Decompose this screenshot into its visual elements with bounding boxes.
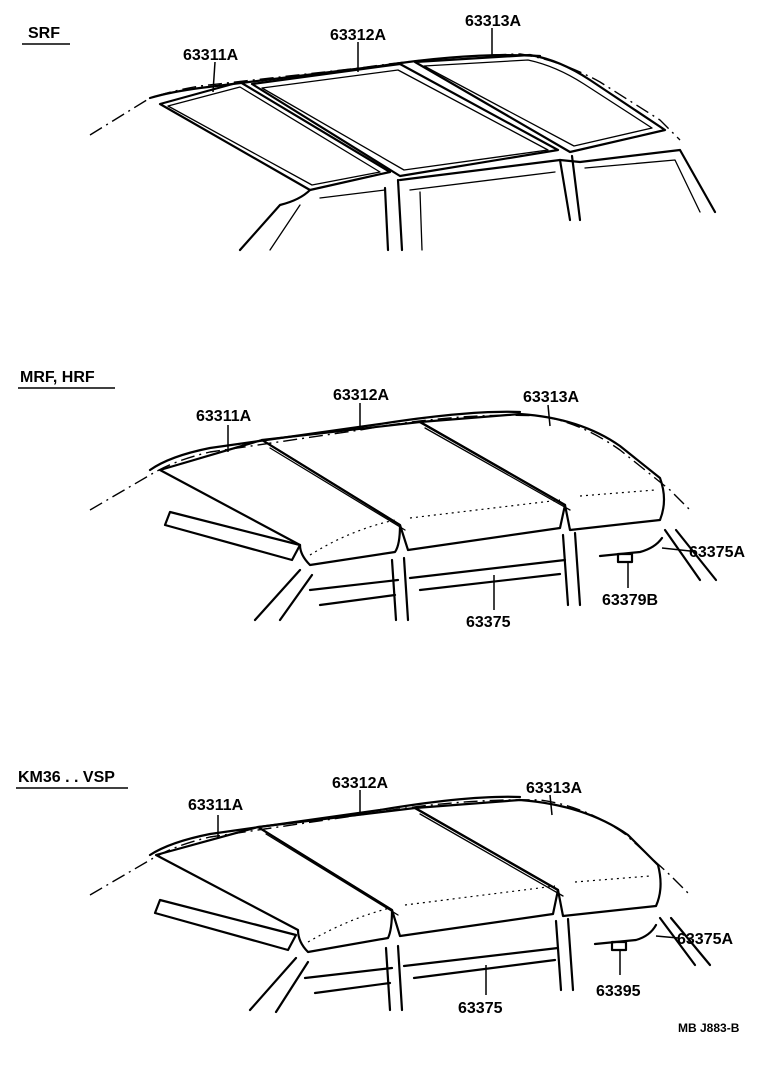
glass-panel-front-inner (167, 86, 381, 186)
rear-pillar (658, 916, 712, 967)
pillar-b (390, 556, 410, 622)
pillar-b (383, 178, 404, 252)
pillar-a (248, 956, 310, 1014)
pillar-c (561, 531, 582, 607)
label-63375: 63375 (458, 1000, 503, 1017)
label-63313a: 63313A (523, 389, 579, 406)
section-srf: SRF 63311A 63312A 63313A (22, 13, 717, 252)
window-top-line (303, 946, 560, 980)
label-63312a: 63312A (333, 387, 389, 404)
window-line (269, 191, 423, 251)
label-63375a: 63375A (689, 544, 745, 561)
leader-63313a (549, 794, 553, 816)
roof-side-rail (398, 148, 717, 214)
window-top-line (308, 558, 567, 592)
side-molding-rear (593, 923, 658, 946)
roof-outline (89, 799, 691, 896)
pillar-c (554, 917, 575, 992)
pillar-c (558, 154, 582, 222)
window-top-line (319, 159, 701, 213)
glass-panel-rear-inner (423, 59, 653, 147)
section-title-srf: SRF (28, 25, 60, 42)
clip-63395 (610, 940, 628, 952)
label-63311a: 63311A (183, 47, 239, 64)
raised-panel-middle (256, 806, 560, 938)
panel-seam (265, 813, 564, 916)
label-63311a: 63311A (188, 797, 244, 814)
raised-panel-front (154, 825, 394, 954)
leader-63375a (661, 547, 691, 552)
window-rail (313, 958, 557, 995)
panel-edge (309, 489, 656, 556)
raised-panel-middle (260, 420, 567, 552)
leader-63375a (655, 935, 679, 939)
front-rail (153, 898, 298, 952)
panel-seam (269, 427, 571, 531)
front-rail (163, 510, 302, 562)
roof-outline (89, 414, 691, 511)
glass-panel-middle-inner (261, 69, 549, 171)
section-km36-vsp: KM36 . . VSP 63311A 63312A 63313A 63375A… (16, 769, 733, 1017)
leader-63311a (212, 61, 216, 93)
roof-edge (148, 410, 522, 472)
raised-panel-front (158, 438, 402, 567)
section-title-mrf-hrf: MRF, HRF (20, 369, 95, 386)
leader-63313a (547, 404, 551, 427)
label-63313a: 63313A (526, 780, 582, 797)
label-63312a: 63312A (330, 27, 386, 44)
glass-panel-middle (250, 62, 560, 178)
pillar-a (253, 568, 314, 622)
panel-edge (307, 875, 651, 943)
footer-code: MB J883-B (678, 1021, 740, 1035)
glass-panel-rear (413, 53, 667, 154)
pillar-a (238, 188, 312, 252)
pillar-b (384, 944, 404, 1012)
label-63375: 63375 (466, 614, 511, 631)
clip-63379b (616, 552, 634, 564)
section-title-km36-vsp: KM36 . . VSP (18, 769, 115, 786)
label-63375a: 63375A (677, 931, 733, 948)
label-63313a: 63313A (465, 13, 521, 30)
roof-edge (148, 795, 522, 857)
section-mrf-hrf: MRF, HRF 63311A 63312A 63313A 63375A 633… (18, 369, 745, 631)
rear-pillar (663, 528, 718, 582)
raised-panel-rear (413, 798, 662, 918)
window-rail (318, 572, 562, 607)
side-molding-rear (598, 536, 664, 558)
label-63379b: 63379B (602, 592, 658, 609)
label-63395: 63395 (596, 983, 641, 1000)
raised-panel-rear (418, 412, 666, 532)
label-63311a: 63311A (196, 408, 252, 425)
label-63312a: 63312A (332, 775, 388, 792)
